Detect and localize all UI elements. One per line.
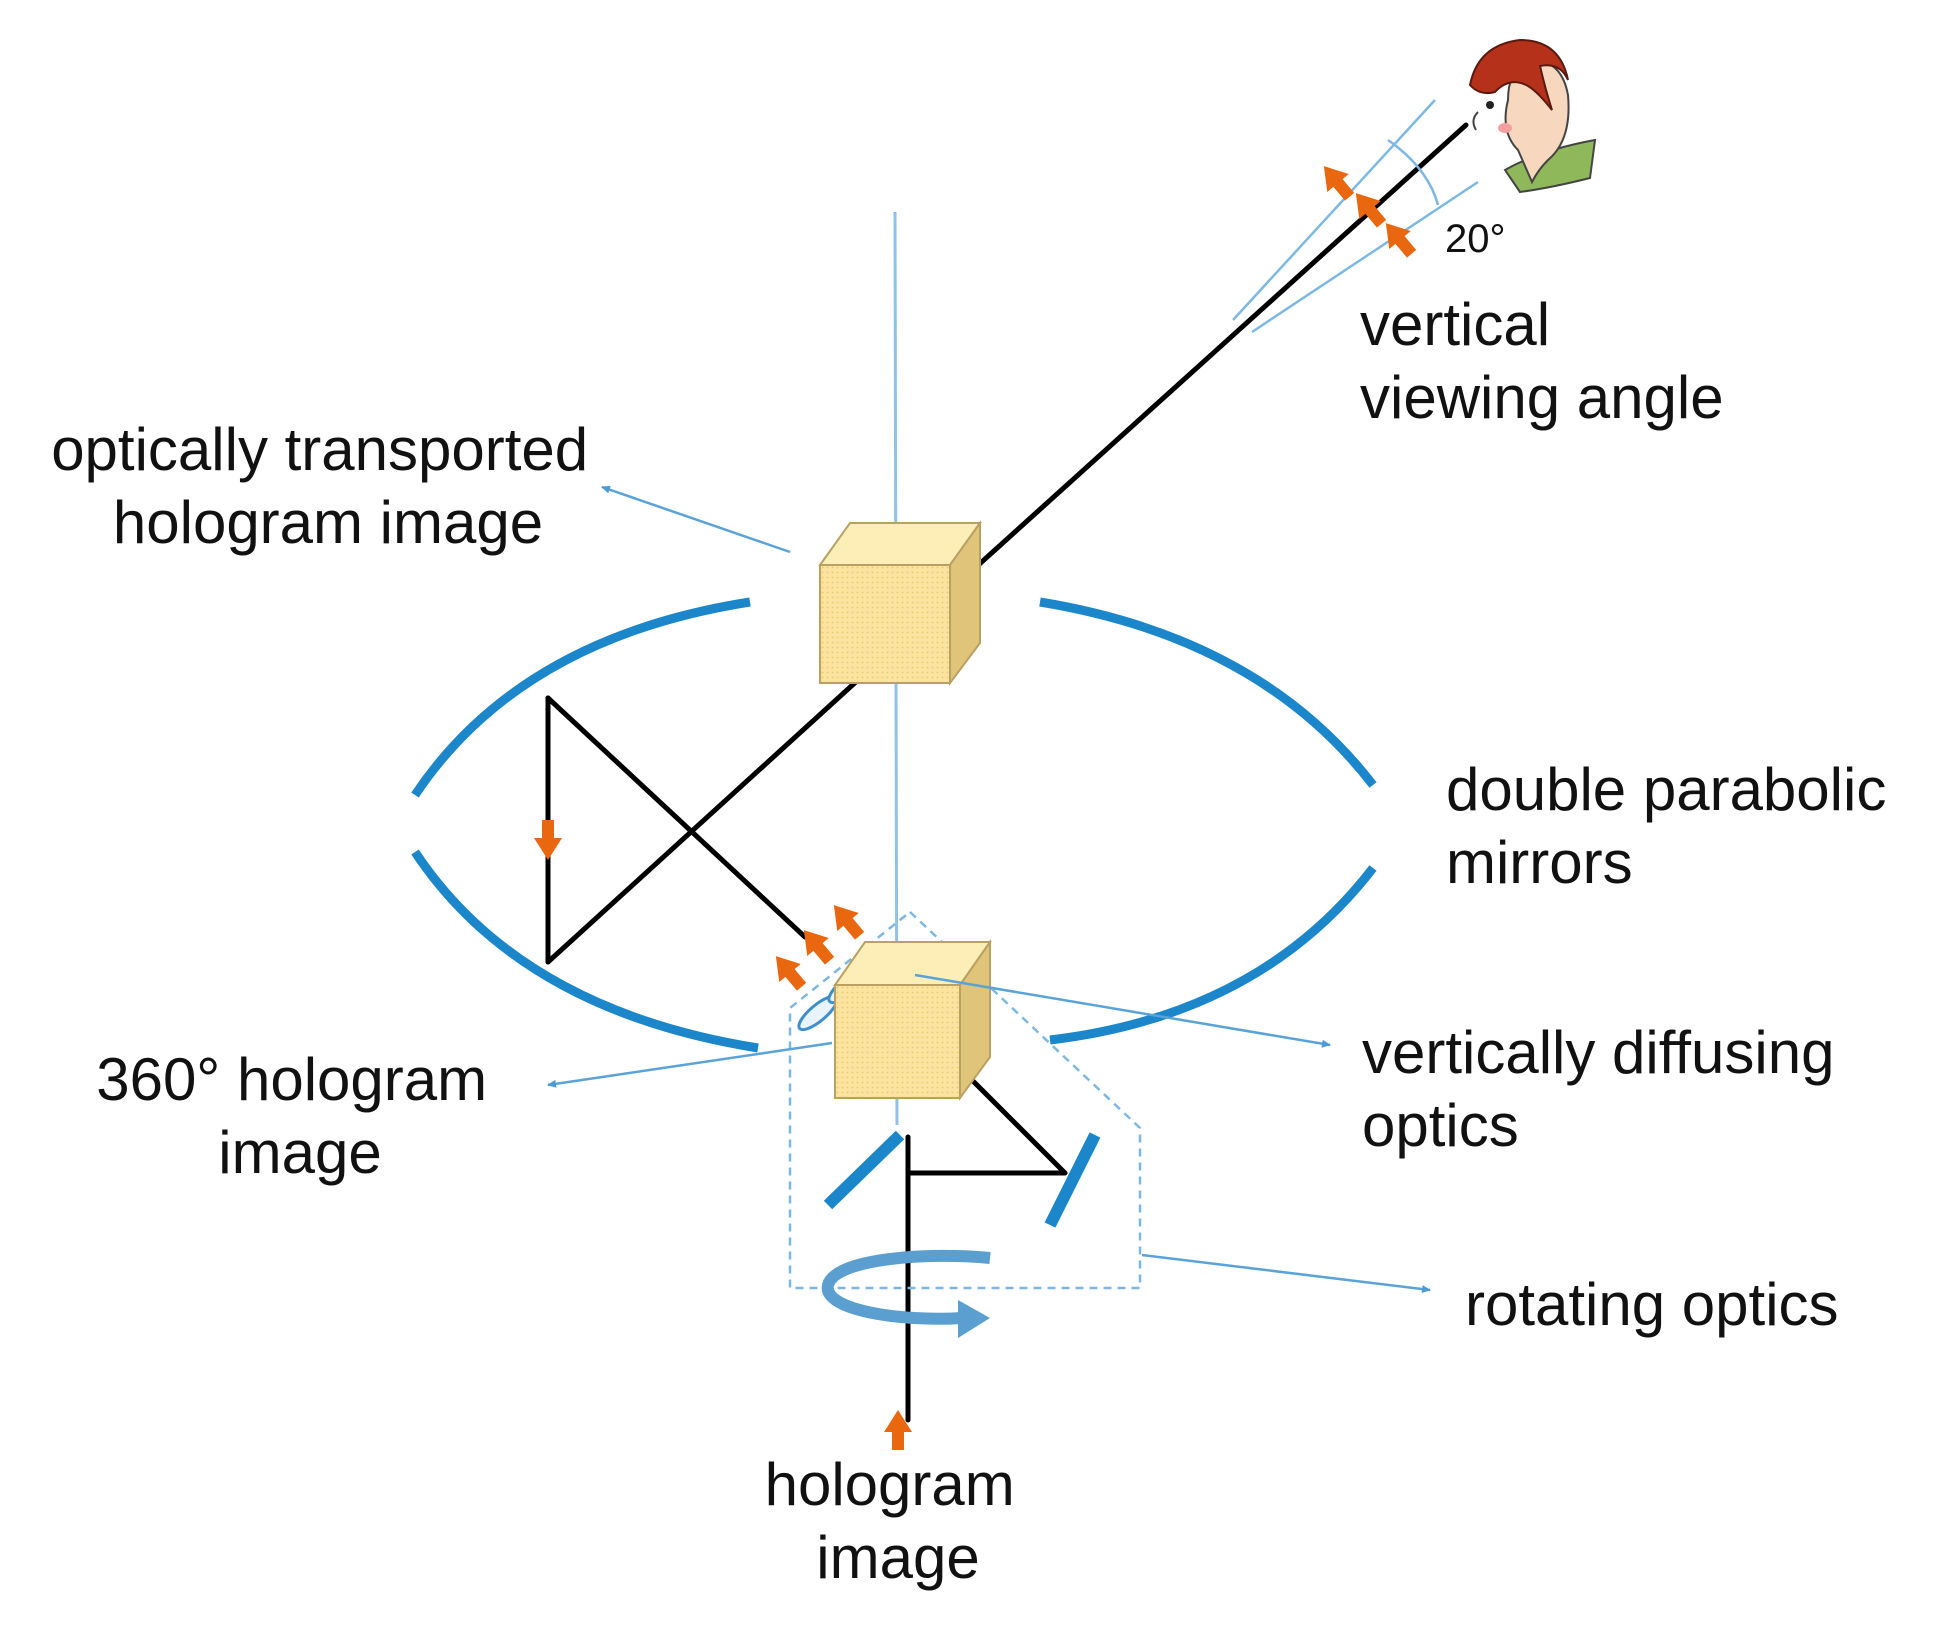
label-vertically-diffusing-optics: vertically diffusing optics bbox=[1362, 1019, 1851, 1159]
mirror-left-lower bbox=[411, 849, 759, 1053]
orange-arrow-icon bbox=[765, 947, 813, 996]
beam-rotating-path bbox=[905, 1075, 1068, 1176]
light-beams bbox=[545, 122, 1469, 1423]
mirror-left-upper bbox=[411, 597, 751, 798]
transported-image-cube bbox=[818, 519, 982, 686]
beam-center-to-left bbox=[545, 677, 861, 965]
label-optically-transported: optically transported hologram image bbox=[51, 416, 605, 556]
small-mirror-right bbox=[1044, 1132, 1101, 1228]
leader-lines bbox=[547, 485, 1431, 1294]
orange-arrow-icon bbox=[534, 820, 562, 860]
orange-arrow-icon bbox=[1313, 157, 1361, 206]
leader-rotating-optics bbox=[1141, 1253, 1431, 1294]
orange-arrow-icon bbox=[793, 921, 841, 970]
label-hologram-image: hologram image bbox=[765, 1451, 1032, 1591]
beam-to-viewer bbox=[972, 122, 1469, 571]
orange-arrow-icon bbox=[823, 896, 871, 945]
mirror-right-lower bbox=[1049, 865, 1377, 1045]
angle-value-label: 20° bbox=[1445, 217, 1506, 261]
small-mirror-left bbox=[823, 1130, 905, 1210]
leader-vertically-diffusing bbox=[914, 973, 1331, 1048]
hologram-360-cube bbox=[833, 938, 992, 1102]
beam-left-to-optics bbox=[545, 695, 808, 940]
label-rotating-optics: rotating optics bbox=[1465, 1271, 1839, 1338]
leader-optically-transported bbox=[601, 485, 791, 554]
rotation-arrow-icon bbox=[821, 1249, 991, 1338]
label-double-parabolic-mirrors: double parabolic mirrors bbox=[1446, 756, 1903, 896]
rotating-optics-mirrors bbox=[823, 1130, 1101, 1228]
label-360-hologram-image: 360° hologram image bbox=[96, 1046, 504, 1186]
mirror-right-upper bbox=[1039, 597, 1377, 788]
leader-360-hologram bbox=[547, 1041, 833, 1088]
double-parabolic-mirrors bbox=[411, 597, 1377, 1053]
viewing-angle-lines bbox=[1232, 99, 1479, 334]
rotating-optics-boundary bbox=[788, 910, 1142, 1290]
label-vertical-viewing-angle: vertical viewing angle bbox=[1360, 291, 1724, 431]
person-head-icon bbox=[1468, 38, 1597, 194]
